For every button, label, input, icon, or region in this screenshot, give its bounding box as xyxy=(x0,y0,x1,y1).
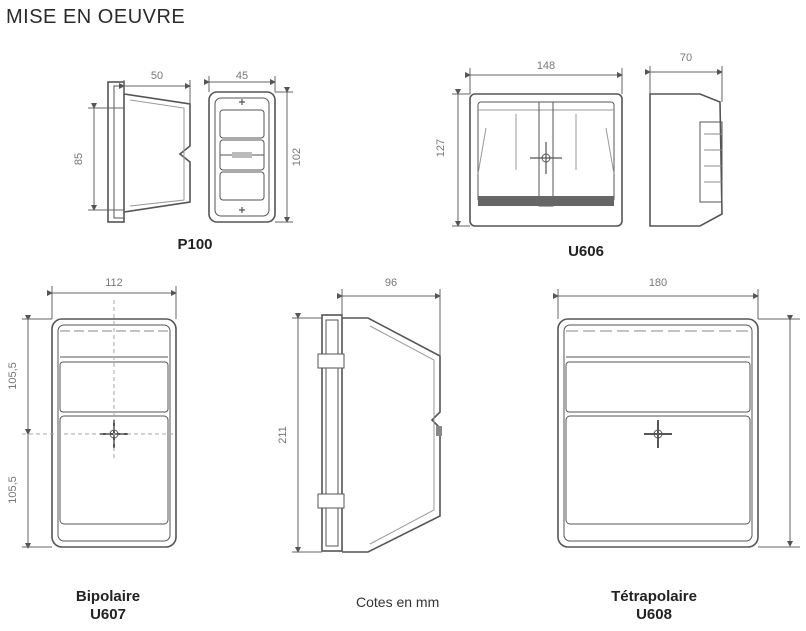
dim-p100-height-front: 102 xyxy=(291,148,303,166)
label-u608-line1: Tétrapolaire xyxy=(611,588,697,605)
u606-front-dims xyxy=(452,68,623,227)
u606-side-dims xyxy=(645,66,723,102)
u606-side-view xyxy=(649,93,723,227)
label-u606: U606 xyxy=(568,243,604,260)
dim-side-height: 211 xyxy=(277,426,289,444)
p100-side-dims xyxy=(88,80,191,211)
dim-u608-width: 180 xyxy=(649,277,667,289)
housing-side-dims xyxy=(292,289,441,553)
dim-u606-width: 148 xyxy=(537,60,555,72)
u607-dims xyxy=(22,286,177,549)
label-p100: P100 xyxy=(177,236,213,253)
dim-p100-depth: 50 xyxy=(151,70,163,82)
u608-front-view xyxy=(557,318,759,548)
label-u608-line2: U608 xyxy=(636,606,672,623)
page-title: MISE EN OEUVRE xyxy=(6,6,186,28)
dim-p100-width: 45 xyxy=(236,70,248,82)
p100-side-view xyxy=(107,81,191,223)
dim-u606-depth: 70 xyxy=(680,52,692,64)
label-u607: Bipolaire U607 xyxy=(56,588,160,624)
label-u607-line2: U607 xyxy=(90,606,126,623)
p100-front-dims xyxy=(204,76,293,223)
dim-p100-height-side: 85 xyxy=(73,153,85,165)
dim-u607-half-bottom: 105,5 xyxy=(7,476,19,504)
dim-u606-height: 127 xyxy=(435,139,447,157)
u608-dims xyxy=(553,289,800,548)
dim-u607-width: 112 xyxy=(105,277,123,289)
dim-side-depth: 96 xyxy=(385,277,397,289)
u606-front-view xyxy=(469,93,623,227)
label-u607-line1: Bipolaire xyxy=(75,588,141,605)
p100-front-view xyxy=(208,91,276,223)
units-note: Cotes en mm xyxy=(356,594,440,610)
label-u608: Tétrapolaire U608 xyxy=(594,588,714,624)
dim-u607-half-top: 105,5 xyxy=(7,362,19,390)
housing-side-view xyxy=(317,314,442,553)
